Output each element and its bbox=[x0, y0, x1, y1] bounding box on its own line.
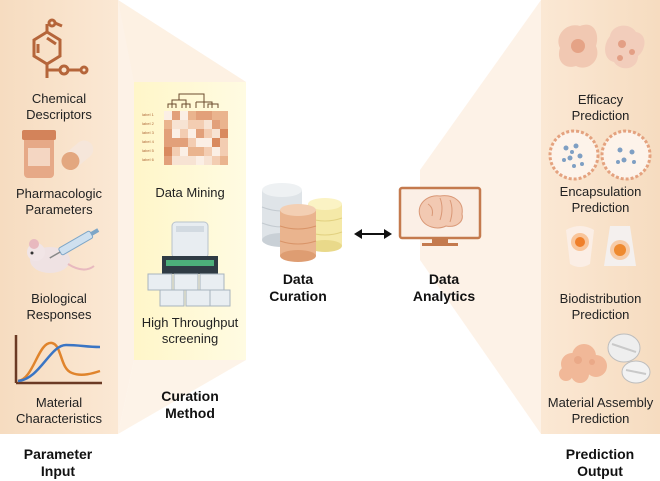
heatmap-cell bbox=[220, 111, 228, 120]
heatmap-cell bbox=[180, 156, 188, 165]
heatmap-cell bbox=[196, 111, 204, 120]
heatmap-cell bbox=[220, 138, 228, 147]
heatmap-cell bbox=[188, 111, 196, 120]
heatmap-cell bbox=[164, 129, 172, 138]
heatmap-cell bbox=[172, 111, 180, 120]
heatmap-cell bbox=[204, 147, 212, 156]
heatmap-cell bbox=[196, 129, 204, 138]
heatmap-cell bbox=[188, 156, 196, 165]
heatmap-cell bbox=[212, 120, 220, 129]
heatmap-cell bbox=[188, 138, 196, 147]
curve-graph-icon bbox=[14, 335, 102, 385]
heatmap-cell bbox=[188, 129, 196, 138]
heatmap-cell bbox=[188, 120, 196, 129]
heatmap-cell bbox=[204, 156, 212, 165]
brain-monitor-icon bbox=[398, 186, 482, 246]
heatmap-row-label: label 5 bbox=[142, 148, 155, 153]
heatmap-row-label: label 2 bbox=[142, 121, 155, 126]
heatmap-row-label: label 3 bbox=[142, 130, 155, 135]
heatmap-cell bbox=[196, 156, 204, 165]
heatmap-cell bbox=[196, 138, 204, 147]
heatmap-row-label: label 4 bbox=[142, 139, 155, 144]
heatmap-row-label: label 6 bbox=[142, 157, 155, 162]
molecule-icon bbox=[32, 18, 89, 78]
heatmap-cell bbox=[164, 147, 172, 156]
data-mining-label: Data Mining bbox=[155, 185, 225, 200]
tablets-icon bbox=[559, 333, 651, 384]
heatmap-cell bbox=[172, 129, 180, 138]
heatmap-cell bbox=[188, 147, 196, 156]
mouse-syringe-icon bbox=[27, 228, 100, 273]
heatmap-cell bbox=[212, 156, 220, 165]
heatmap-cell bbox=[212, 129, 220, 138]
heatmap-cell bbox=[204, 111, 212, 120]
heatmap-cell bbox=[212, 138, 220, 147]
parameter-input-panel bbox=[0, 0, 118, 434]
heatmap-cell bbox=[180, 147, 188, 156]
heatmap-cell bbox=[196, 120, 204, 129]
heatmap-row-label: label 1 bbox=[142, 112, 155, 117]
heatmap-cell bbox=[220, 120, 228, 129]
cells-icon bbox=[558, 24, 645, 69]
heatmap-cell bbox=[164, 156, 172, 165]
heatmap-cell bbox=[164, 120, 172, 129]
heatmap-cell bbox=[204, 138, 212, 147]
left-funnel bbox=[118, 0, 246, 434]
heatmap-cell bbox=[196, 147, 204, 156]
heatmap-cell bbox=[212, 111, 220, 120]
pill-bottle-icon bbox=[22, 130, 94, 178]
heatmap-cell bbox=[204, 129, 212, 138]
heatmap-cell bbox=[172, 120, 180, 129]
heatmap-cell bbox=[220, 156, 228, 165]
nanoparticle-icon bbox=[548, 129, 652, 181]
heatmap-cell bbox=[172, 138, 180, 147]
heatmap-cell bbox=[220, 129, 228, 138]
heatmap-cell bbox=[180, 129, 188, 138]
heatmap-cell bbox=[172, 156, 180, 165]
heatmap-cell bbox=[172, 147, 180, 156]
heatmap-dendrogram-icon: label 1 label 2 label 3 label 4 label 5 … bbox=[142, 93, 228, 165]
heatmap-cell bbox=[212, 147, 220, 156]
heatmap-cell bbox=[180, 111, 188, 120]
heatmap-cell bbox=[180, 138, 188, 147]
double-arrow-icon bbox=[354, 229, 392, 239]
heatmap-cell bbox=[164, 138, 172, 147]
screening-robot-icon bbox=[147, 221, 231, 307]
organ-glow-icon bbox=[566, 226, 636, 267]
heatmap-cell bbox=[204, 120, 212, 129]
database-stack-icon bbox=[261, 183, 343, 262]
heatmap-cell bbox=[180, 120, 188, 129]
heatmap-cell bbox=[220, 147, 228, 156]
heatmap-cell bbox=[164, 111, 172, 120]
